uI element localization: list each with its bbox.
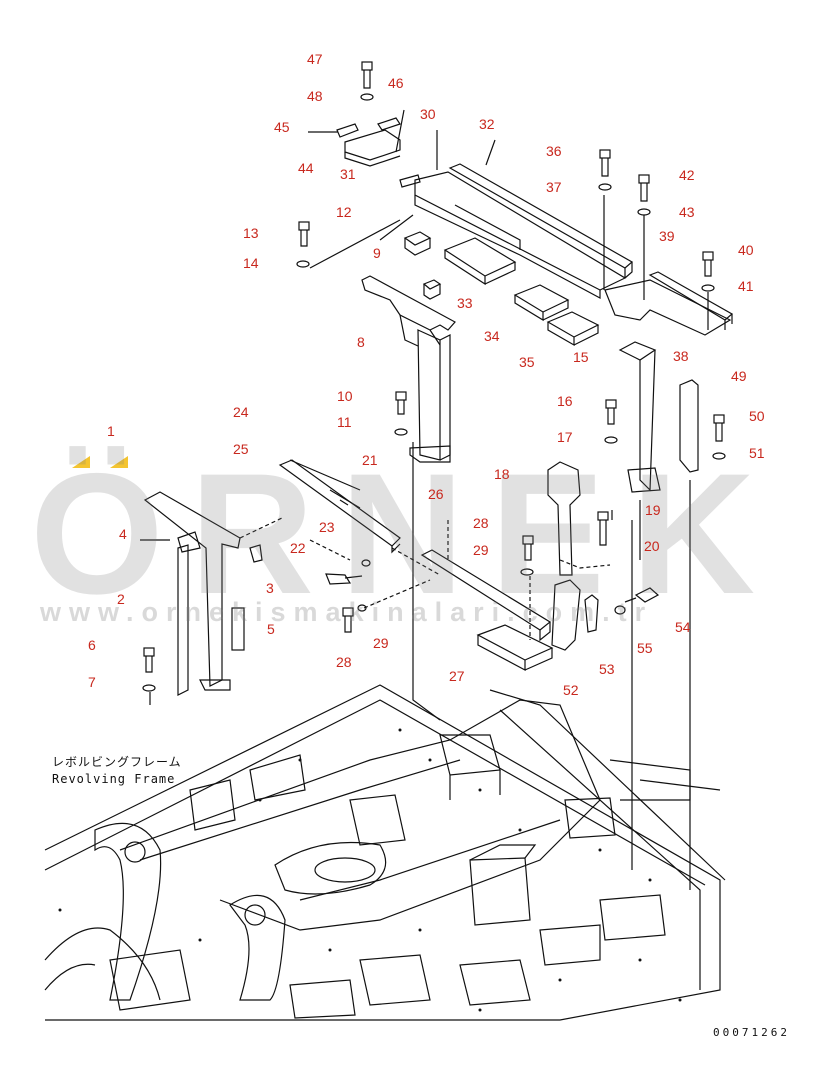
callout-7: 7 [88, 674, 96, 690]
callout-22: 22 [290, 540, 306, 556]
callout-45: 45 [274, 119, 290, 135]
callout-23: 23 [319, 519, 335, 535]
callout-15: 15 [573, 349, 589, 365]
callout-18: 18 [494, 466, 510, 482]
frame-label-japanese: レボルビングフレーム [52, 755, 182, 769]
callout-46: 46 [388, 75, 404, 91]
callout-24: 24 [233, 404, 249, 420]
callout-28-upper: 28 [473, 515, 489, 531]
callout-27: 27 [449, 668, 465, 684]
callout-47: 47 [307, 51, 323, 67]
revolving-frame [44, 684, 726, 1021]
callout-3: 3 [266, 580, 274, 596]
callout-38: 38 [673, 348, 689, 364]
callout-19: 19 [645, 502, 661, 518]
callout-29-upper: 29 [473, 542, 489, 558]
callout-53: 53 [599, 661, 615, 677]
callout-41: 41 [738, 278, 754, 294]
drawing-number: 00071262 [713, 1026, 790, 1039]
watermark-url: www.ornekismakinalari.com.tr [40, 597, 654, 627]
callout-49: 49 [731, 368, 747, 384]
callout-50: 50 [749, 408, 765, 424]
callout-29-lower: 29 [373, 635, 389, 651]
callout-42: 42 [679, 167, 695, 183]
callout-14: 14 [243, 255, 259, 271]
callout-26: 26 [428, 486, 444, 502]
callout-44: 44 [298, 160, 314, 176]
callout-36: 36 [546, 143, 562, 159]
callout-34: 34 [484, 328, 500, 344]
top-plate-assembly [308, 61, 734, 347]
callout-1: 1 [107, 423, 115, 439]
callout-16: 16 [557, 393, 573, 409]
callout-30: 30 [420, 106, 436, 122]
callout-43: 43 [679, 204, 695, 220]
watermark-brand: ÖRNEK [30, 438, 782, 630]
callout-4: 4 [119, 526, 127, 542]
callout-12: 12 [336, 204, 352, 220]
callout-32: 32 [479, 116, 495, 132]
callout-6: 6 [88, 637, 96, 653]
callout-13: 13 [243, 225, 259, 241]
callout-5: 5 [267, 621, 275, 637]
callout-51: 51 [749, 445, 765, 461]
callout-37: 37 [546, 179, 562, 195]
callout-2: 2 [117, 591, 125, 607]
callout-28-lower: 28 [336, 654, 352, 670]
callout-48: 48 [307, 88, 323, 104]
left-post-assembly [296, 214, 456, 721]
callout-11: 11 [337, 414, 352, 430]
frame-label-english: Revolving Frame [52, 772, 176, 786]
callout-10: 10 [337, 388, 353, 404]
callout-9: 9 [373, 245, 381, 261]
callout-8: 8 [357, 334, 365, 350]
callout-52: 52 [563, 682, 579, 698]
callout-17: 17 [557, 429, 573, 445]
callout-33: 33 [457, 295, 473, 311]
watermark-accent-icon [72, 456, 128, 468]
callout-20: 20 [644, 538, 660, 554]
callout-39: 39 [659, 228, 675, 244]
middle-bar-assembly [239, 459, 660, 671]
callout-25: 25 [233, 441, 249, 457]
callout-21: 21 [362, 452, 378, 468]
right-post-assembly [547, 341, 726, 890]
callout-35: 35 [519, 354, 535, 370]
left-stand-assembly [140, 491, 263, 705]
callout-40: 40 [738, 242, 754, 258]
callout-31: 31 [340, 166, 356, 182]
callout-54: 54 [675, 619, 691, 635]
callout-55: 55 [637, 640, 653, 656]
